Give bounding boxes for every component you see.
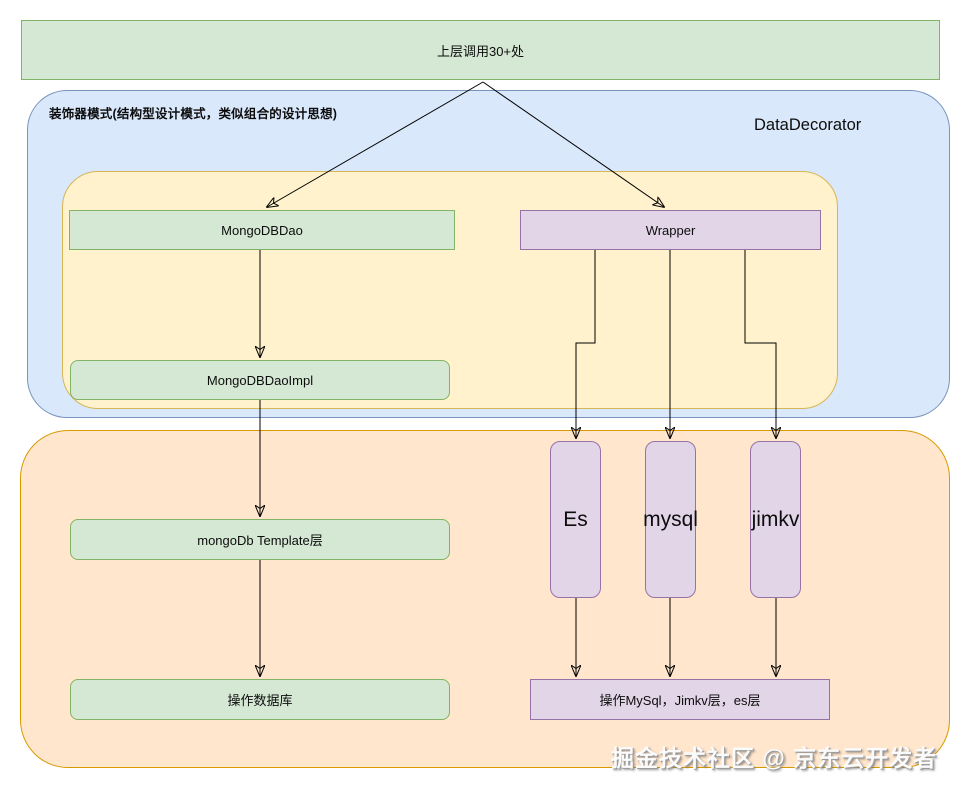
node-jimkv: jimkv (750, 441, 801, 598)
node-mongodb-template: mongoDb Template层 (70, 519, 450, 560)
node-es: Es (550, 441, 601, 598)
node-mongodbdao: MongoDBDao (69, 210, 455, 250)
node-upper-caller-label: 上层调用30+处 (436, 43, 525, 59)
node-operate-mysql-jimkv-es-label: 操作MySql，Jimkv层，es层 (599, 693, 761, 708)
group-decorator-name: DataDecorator (754, 116, 862, 134)
node-wrapper-label: Wrapper (645, 222, 696, 238)
node-mongodbdao-label: MongoDBDao (221, 222, 303, 238)
node-upper-caller: 上层调用30+处 (21, 20, 940, 80)
node-mysql: mysql (643, 441, 698, 598)
group-decorator-title: 装饰器模式(结构型设计模式，类似组合的设计思想) (49, 107, 338, 121)
node-es-label: Es (563, 507, 588, 531)
node-mongodb-template-label: mongoDb Template层 (197, 533, 323, 548)
node-operate-database: 操作数据库 (70, 679, 450, 720)
node-mysql-label: mysql (643, 507, 698, 531)
node-operate-database-label: 操作数据库 (227, 693, 293, 708)
node-jimkv-label: jimkv (751, 507, 800, 531)
node-mongodbdaoimpl-label: MongoDBDaoImpl (206, 372, 314, 388)
node-operate-mysql-jimkv-es: 操作MySql，Jimkv层，es层 (530, 679, 830, 720)
watermark: 掘金技术社区 @ 京东云开发者 (611, 745, 938, 771)
node-mongodbdaoimpl: MongoDBDaoImpl (70, 360, 450, 400)
node-wrapper: Wrapper (520, 210, 821, 250)
